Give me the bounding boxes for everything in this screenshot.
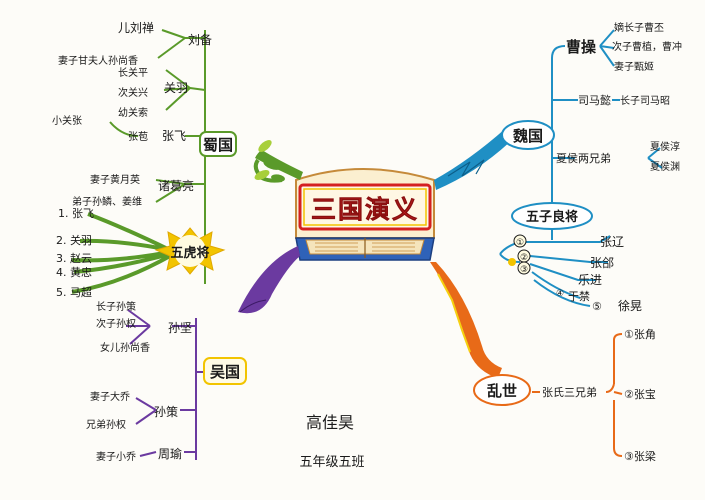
wu-kingdom [126,309,206,460]
general-name-3: 乐进 [578,273,602,287]
shu-main-branch [253,140,303,183]
zhuge-label: 诸葛亮 [158,178,194,193]
zhuge-kin: 弟子孙鳞、姜维 [72,195,142,208]
xiahou-1: 夏侯淳 [650,140,680,153]
sun-jian-label: 孙坚 [168,321,192,335]
five-tigers: 五虎将 1. 张飞 2. 关羽 3. 赵云 4. 黄忠 5. 马超 [56,207,226,299]
zhang-brothers-label: 张氏三兄弟 [542,386,597,399]
tiger-3: 3. 赵云 [56,251,92,265]
sun-ce-brother: 兄弟孙权 [86,418,126,431]
cao-son-2: 次子曹植，曹冲 [612,40,682,53]
liu-bei-label: 刘备 [188,33,212,47]
chaos-main-branch [430,262,502,378]
five-generals-node: 五子良将 [526,209,578,225]
general-name-5: 徐晃 [618,298,642,313]
shu-kingdom-labels: 蜀国 刘备 儿刘禅 妻子甘夫人孙尚香 关羽 长关平 次关兴 幼关索 小关张 张飞… [52,21,237,208]
sima-son: 长子司马昭 [620,95,670,107]
general-num-4: ④ [556,289,564,299]
shu-kingdom-node: 蜀国 [203,136,233,154]
map-title: 三国演义 [311,195,419,224]
zhang-bao-label: 张苞 [128,130,148,143]
author-name: 高佳昊 [306,413,354,432]
zhuge-wife: 妻子黄月英 [90,173,140,186]
author-block: 高佳昊 五年级五班 [299,413,364,470]
sun-jian-son-2: 次子孙权 [96,317,136,330]
zhang-fei-label: 张飞 [162,129,186,143]
zhou-yu-label: 周瑜 [158,446,182,461]
central-book: 三国演义 [295,168,435,261]
general-num-3: ③ [520,265,528,275]
zhang-bao-chaos: ②张宝 [624,387,656,401]
guan-son-3: 幼关索 [118,106,148,119]
sun-ce-wife: 妻子大乔 [90,390,130,403]
tiger-5: 5. 马超 [56,285,92,299]
wei-kingdom-node: 魏国 [512,127,543,145]
wu-kingdom-labels: 吴国 孙坚 长子孙策 次子孙权 女儿孙尚香 孙策 妻子大乔 兄弟孙权 周瑜 妻子… [86,300,247,463]
liu-bei-wives: 妻子甘夫人孙尚香 [58,54,138,67]
wei-kingdom-labels: 魏国 曹操 嫡长子曹丕 次子曹植，曹冲 妻子甄姬 司马懿 长子司马昭 夏侯两兄弟… [501,21,682,173]
cao-cao-label: 曹操 [566,38,597,56]
guan-yu-label: 关羽 [164,81,188,95]
class-label: 五年级五班 [299,455,364,470]
general-name-2: 张郃 [590,256,614,270]
sun-ce-label: 孙策 [154,405,178,419]
wu-main-branch [238,246,300,314]
guan-son-2: 次关兴 [118,86,148,99]
tiger-2: 2. 关羽 [56,233,92,247]
zhang-jiao: ①张角 [624,328,656,341]
wei-main-branch [434,128,512,190]
guan-son-1: 长关平 [118,66,148,79]
wu-kingdom-node: 吴国 [210,363,240,381]
guan-wife: 小关张 [52,114,82,127]
chaos-node: 乱世 [487,382,517,400]
cao-wife: 妻子甄姬 [614,60,654,73]
general-num-5: ⑤ [592,300,602,313]
cao-son-1: 嫡长子曹丕 [614,21,664,34]
sima-label: 司马懿 [578,93,611,107]
sun-daughter: 女儿孙尚香 [100,341,150,354]
xiahou-label: 夏侯两兄弟 [556,151,611,165]
xiahou-2: 夏侯渊 [650,160,680,173]
zhang-liang: ③张梁 [624,449,656,463]
five-tigers-node: 五虎将 [170,245,209,261]
chaos-labels: 乱世 张氏三兄弟 ①张角 ②张宝 ③张梁 [473,328,656,463]
zhou-yu-wife: 妻子小乔 [96,450,136,463]
general-name-1: 张辽 [600,235,624,249]
general-num-1: ① [516,238,524,248]
general-name-4: 于禁 [568,290,590,303]
five-generals: 五子良将 ① ② ③ ④ ⑤ 张辽 张郃 乐进 于禁 徐晃 [508,202,642,313]
tiger-4: 4. 黄忠 [56,265,92,279]
liu-bei-son: 儿刘禅 [118,21,154,35]
sun-jian-son-1: 长子孙策 [96,300,136,313]
general-num-2: ② [520,253,528,263]
tiger-1: 1. 张飞 [58,207,94,220]
chaos-branch [532,333,623,457]
